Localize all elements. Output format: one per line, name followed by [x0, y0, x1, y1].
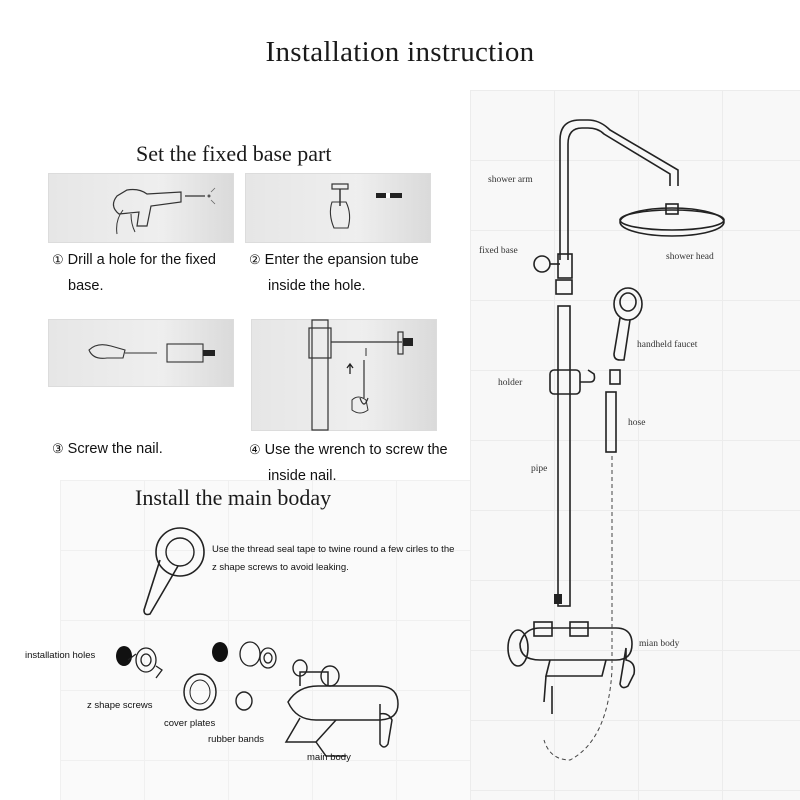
hose-drawing — [605, 391, 617, 453]
step2-number: ② — [249, 252, 261, 267]
section-title-main-body: Install the main boday — [135, 485, 332, 510]
pipe-drawing — [555, 279, 573, 607]
main-body-valve-drawing — [284, 671, 399, 757]
label-handheld-faucet: handheld faucet — [637, 340, 698, 350]
label-cover-plates: cover plates — [164, 718, 216, 729]
label-holder: holder — [498, 378, 523, 388]
step1-illustration — [48, 173, 234, 243]
section-title-fixed-base: Set the fixed base part — [136, 141, 332, 166]
z-shape-screw-left — [127, 647, 163, 679]
tape-note-line2: z shape screws to avoid leaking. — [212, 562, 349, 573]
label-fixed-base: fixed base — [479, 246, 518, 256]
step3-illustration — [48, 319, 234, 387]
hose-dashed-line — [543, 456, 613, 761]
step1-line2: base. — [68, 278, 104, 294]
shower-head-drawing — [619, 203, 725, 237]
step4-number: ④ — [249, 442, 261, 457]
step3-line1: Screw the nail. — [67, 441, 163, 457]
shower-system-diagram — [507, 119, 725, 761]
label-shower-head: shower head — [666, 252, 714, 262]
step3-number: ③ — [52, 441, 64, 456]
wall-tiles-bottom-left — [60, 480, 470, 800]
rubber-band-left — [235, 691, 253, 711]
hammer-illustration — [329, 183, 402, 229]
step1-line1: Drill a hole for the fixed — [67, 252, 216, 268]
step2-illustration — [245, 173, 431, 243]
step4-line1: Use the wrench to screw the — [264, 442, 448, 458]
shower-main-body-drawing — [507, 621, 636, 714]
tape-note-line1: Use the thread seal tape to twine round … — [212, 544, 455, 555]
step2-line2: inside the hole. — [268, 278, 366, 294]
handheld-faucet-drawing — [609, 287, 643, 385]
step4-line2: inside nail. — [268, 468, 337, 484]
label-mian-body: mian body — [639, 639, 680, 649]
label-rubber-bands: rubber bands — [208, 734, 264, 745]
pipe-thread — [554, 594, 562, 604]
tape-handle-drawing — [143, 527, 205, 616]
label-main-body: main body — [307, 752, 351, 763]
wrench-illustration — [308, 319, 413, 431]
step4-illustration — [251, 319, 437, 431]
main-body-exploded-diagram — [116, 527, 399, 757]
step1-number: ① — [52, 252, 64, 267]
label-hose: hose — [628, 418, 646, 428]
step2-line1: Enter the epansion tube — [264, 252, 419, 268]
label-shower-arm: shower arm — [488, 175, 533, 185]
wall-tiles-right — [470, 90, 800, 800]
fixed-base-drawing — [533, 253, 573, 279]
cover-plate-right — [320, 665, 340, 687]
screw-nail-illustration — [88, 343, 215, 363]
cover-plate-left-inner — [189, 679, 211, 705]
shower-arm-drawing — [559, 119, 679, 260]
drill-illustration — [112, 187, 216, 235]
cover-plate-left — [183, 673, 217, 711]
label-installation-holes: installation holes — [25, 650, 96, 661]
label-z-shape-screws: z shape screws — [87, 700, 153, 711]
label-pipe: pipe — [531, 464, 548, 474]
tape-note: Use the thread seal tape to twine round … — [212, 541, 472, 577]
holder-drawing — [549, 369, 596, 395]
installation-hole-left — [116, 646, 132, 666]
installation-hole-right — [212, 642, 228, 662]
z-shape-screw-right — [239, 641, 277, 669]
page-title: Installation instruction — [265, 36, 535, 68]
